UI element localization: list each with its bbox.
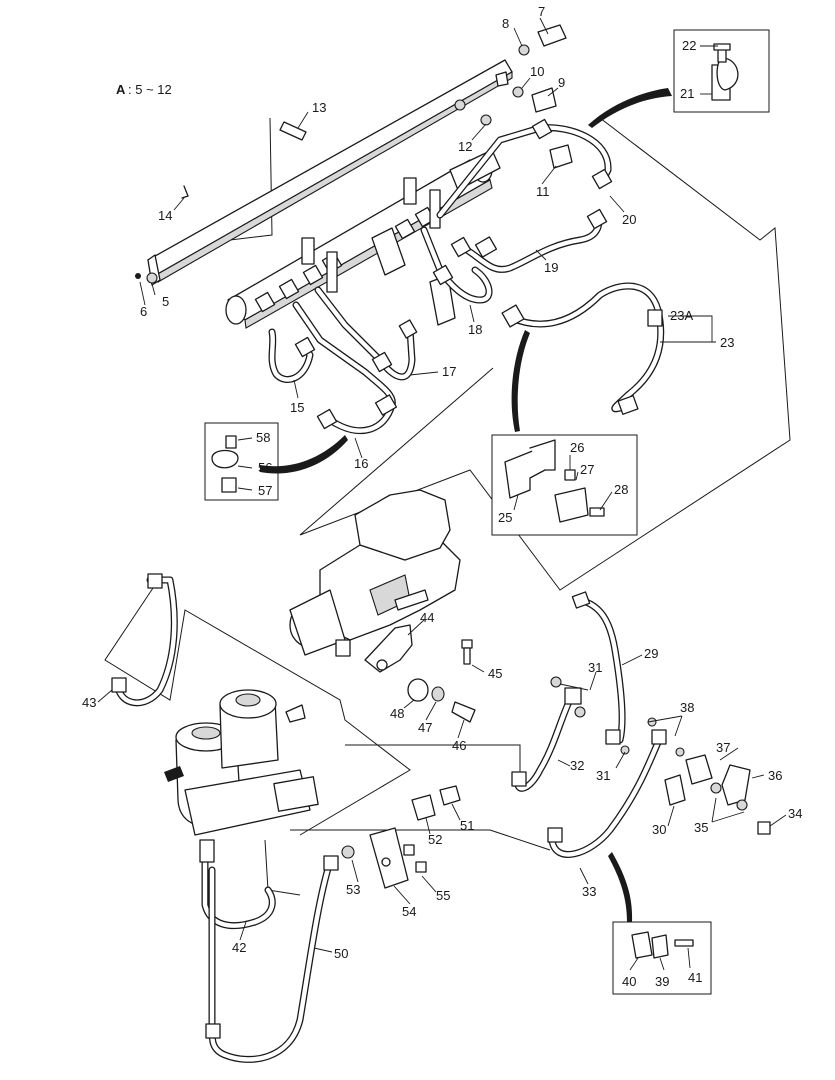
callout-21: 21 <box>680 86 694 101</box>
callout-46: 46 <box>452 738 466 753</box>
callout-23a: 23A <box>670 308 693 323</box>
callout-15: 15 <box>290 400 304 415</box>
callout-14: 14 <box>158 208 172 223</box>
callout-31-upper: 31 <box>588 660 602 675</box>
fuel-pipes <box>114 124 665 1063</box>
callout-58: 58 <box>256 430 270 445</box>
callout-9: 9 <box>558 75 565 90</box>
callout-42: 42 <box>232 940 246 955</box>
callout-31-lower: 31 <box>596 768 610 783</box>
callout-36: 36 <box>768 768 782 783</box>
rail-hardware <box>135 24 573 284</box>
callout-labels: 7 8 10 9 12 11 13 14 5 6 15 16 17 18 19 … <box>82 4 802 989</box>
callout-11: 11 <box>536 184 550 199</box>
detail-box-56-58 <box>204 422 279 501</box>
callout-27: 27 <box>580 462 594 477</box>
callout-16: 16 <box>354 456 368 471</box>
callout-48: 48 <box>390 706 404 721</box>
callout-25: 25 <box>498 510 512 525</box>
callout-20: 20 <box>622 212 636 227</box>
callout-56: 56 <box>258 460 272 475</box>
supply-pump-assembly <box>289 489 476 723</box>
view-note: A : 5 ~ 12 <box>116 82 172 97</box>
detail-box-25-28 <box>491 434 638 536</box>
callout-5: 5 <box>162 294 169 309</box>
callout-51: 51 <box>460 818 474 833</box>
callout-37: 37 <box>716 740 730 755</box>
view-note-range: : 5 ~ 12 <box>128 82 172 97</box>
detail-box-39-41 <box>612 921 712 995</box>
callout-47: 47 <box>418 720 432 735</box>
callout-17: 17 <box>442 364 456 379</box>
lower-fittings <box>341 676 771 889</box>
pointer-arrows <box>260 88 672 922</box>
callout-54: 54 <box>402 904 416 919</box>
callout-8: 8 <box>502 16 509 31</box>
callout-35: 35 <box>694 820 708 835</box>
callout-7: 7 <box>538 4 545 19</box>
callout-52: 52 <box>428 832 442 847</box>
callout-6: 6 <box>140 304 147 319</box>
callout-10: 10 <box>530 64 544 79</box>
callout-23: 23 <box>720 335 734 350</box>
fuel-filter-assembly <box>164 689 319 863</box>
callout-33: 33 <box>582 884 596 899</box>
callout-41: 41 <box>688 970 702 985</box>
leader-lines <box>97 17 787 971</box>
pipe-nuts <box>111 118 667 1039</box>
callout-57: 57 <box>258 483 272 498</box>
callout-13: 13 <box>312 100 326 115</box>
callout-44: 44 <box>420 610 434 625</box>
callout-38: 38 <box>680 700 694 715</box>
callout-26: 26 <box>570 440 584 455</box>
callout-50: 50 <box>334 946 348 961</box>
view-note-letter: A <box>116 82 126 97</box>
callout-45: 45 <box>488 666 502 681</box>
callout-39: 39 <box>655 974 669 989</box>
callout-53: 53 <box>346 882 360 897</box>
callout-34: 34 <box>788 806 802 821</box>
callout-30: 30 <box>652 822 666 837</box>
fuel-rail-assembly <box>147 59 513 329</box>
callout-32: 32 <box>570 758 584 773</box>
callout-43: 43 <box>82 695 96 710</box>
callout-12: 12 <box>458 139 472 154</box>
callout-29: 29 <box>644 646 658 661</box>
callout-55: 55 <box>436 888 450 903</box>
callout-40: 40 <box>622 974 636 989</box>
callout-18: 18 <box>468 322 482 337</box>
callout-28: 28 <box>614 482 628 497</box>
detail-box-21-22 <box>673 29 770 113</box>
callout-22: 22 <box>682 38 696 53</box>
callout-19: 19 <box>544 260 558 275</box>
